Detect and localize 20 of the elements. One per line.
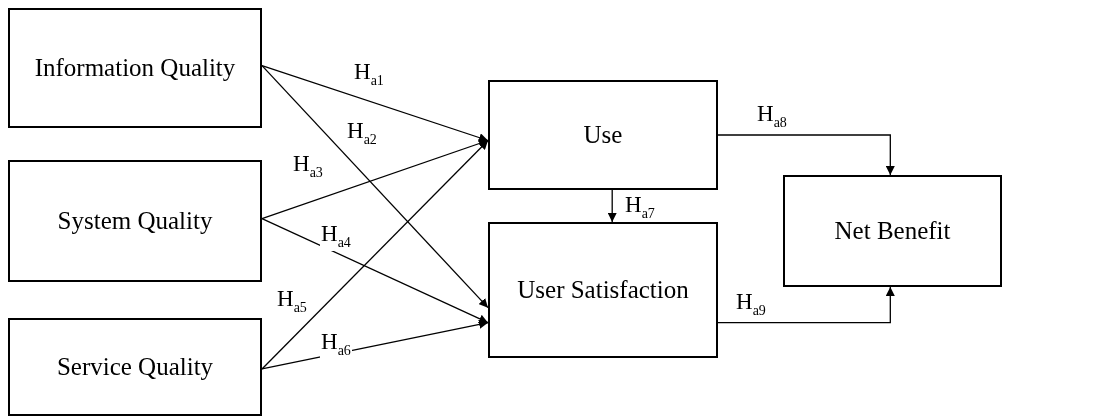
- node-label: User Satisfaction: [516, 275, 690, 306]
- construct-box: [783, 175, 1002, 287]
- node-label: Use: [582, 120, 624, 151]
- construct-box: [8, 160, 262, 282]
- arrow: [717, 286, 895, 324]
- node-label: Information Quality: [33, 53, 237, 84]
- arrow: [261, 217, 489, 324]
- arrow: [261, 139, 489, 220]
- node-label: System Quality: [56, 206, 214, 237]
- arrow: [717, 134, 895, 176]
- arrow: [607, 189, 617, 223]
- node-label: Net Benefit: [833, 216, 952, 247]
- construct-box: [8, 8, 262, 128]
- arrow: [261, 139, 489, 370]
- arrow: [261, 64, 489, 309]
- arrow: [261, 64, 489, 142]
- construct-box: [8, 318, 262, 416]
- construct-box: [488, 80, 718, 190]
- node-label: Service Quality: [55, 352, 215, 383]
- construct-box: [488, 222, 718, 358]
